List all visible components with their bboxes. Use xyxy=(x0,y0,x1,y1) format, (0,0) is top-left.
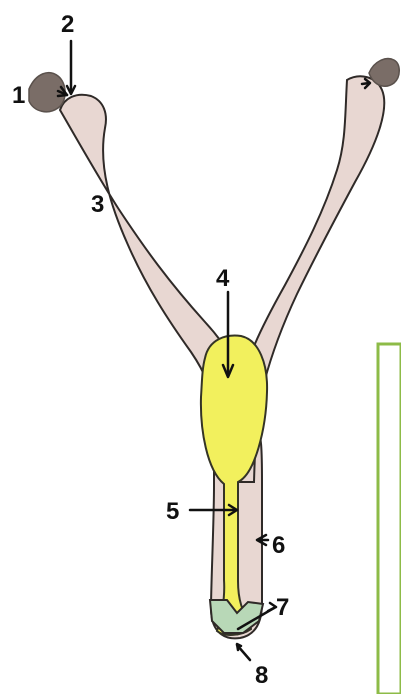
label-4: 4 xyxy=(216,265,230,292)
label-3: 3 xyxy=(91,191,104,218)
label-2: 2 xyxy=(61,11,74,38)
label-7: 7 xyxy=(276,594,289,621)
label-1: 1 xyxy=(12,82,25,109)
label-6: 6 xyxy=(272,532,285,559)
label-8: 8 xyxy=(255,662,268,689)
right-ovule xyxy=(369,59,399,87)
green-frame xyxy=(378,344,401,694)
label-5: 5 xyxy=(166,498,179,525)
